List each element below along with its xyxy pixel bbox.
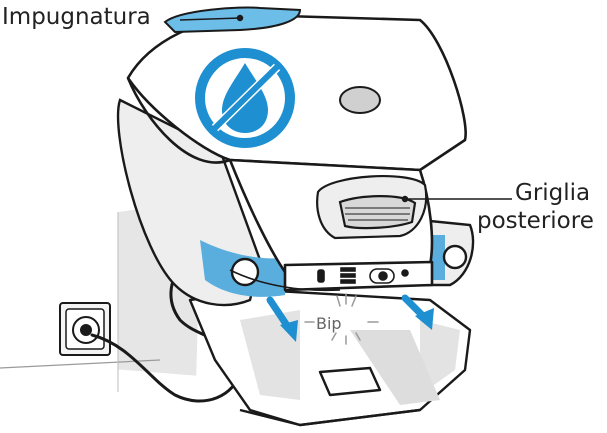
label-beep: Bip	[316, 314, 342, 333]
label-handle: Impugnatura	[2, 4, 151, 30]
top-button	[340, 87, 380, 113]
label-rear-grille-line2: posteriore	[477, 208, 594, 234]
no-water-icon	[200, 53, 290, 143]
rear-grille	[317, 176, 426, 238]
power-socket-icon	[60, 303, 110, 355]
label-rear-grille-line1: Griglia	[515, 180, 590, 206]
